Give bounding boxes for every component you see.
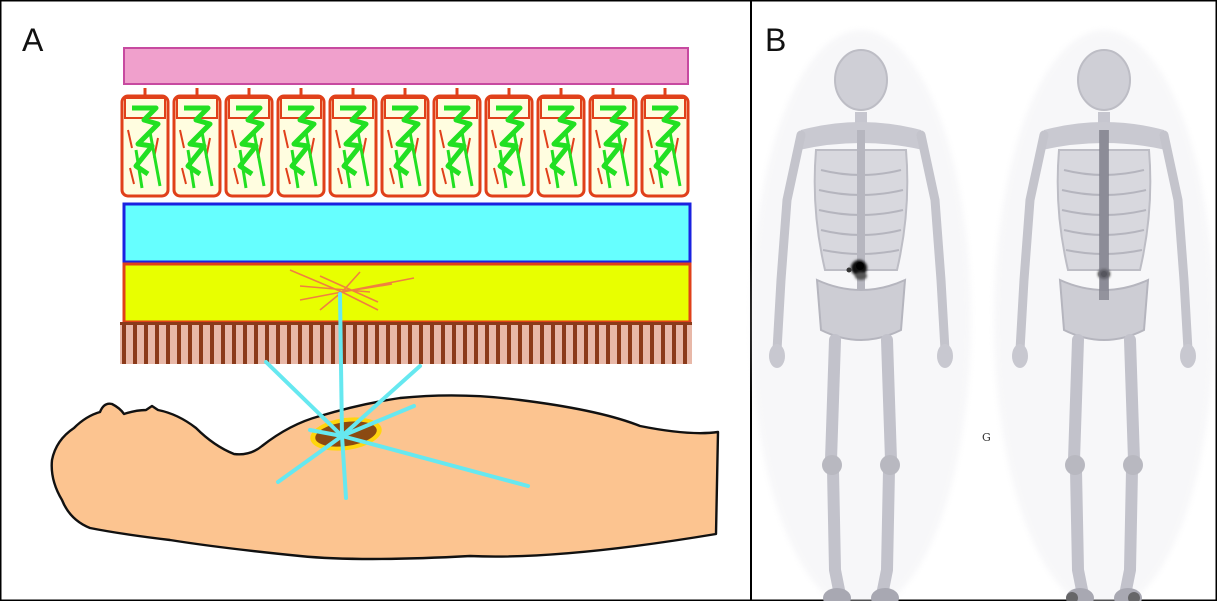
collimator-septum [221, 324, 225, 364]
collimator-septum [628, 324, 632, 364]
collimator-septum [573, 324, 577, 364]
collimator-septum [529, 324, 533, 364]
collimator-septum [639, 324, 643, 364]
collimator-septum [650, 324, 654, 364]
collimator-septum [210, 324, 214, 364]
collimator-septum [485, 324, 489, 364]
collimator-septum [331, 324, 335, 364]
pmt-icon [642, 88, 688, 196]
pmt-icon [122, 88, 168, 196]
scintillation-crystal [124, 264, 690, 322]
pmt-icon [590, 88, 636, 196]
collimator-septum [188, 324, 192, 364]
collimator-septum [452, 324, 456, 364]
pmt-icon [226, 88, 272, 196]
collimator-septum [386, 324, 390, 364]
pmt-icon [278, 88, 324, 196]
collimator-septum [540, 324, 544, 364]
collimator-septum [584, 324, 588, 364]
collimator-septum [661, 324, 665, 364]
pmt-icon [434, 88, 480, 196]
collimator-septum [144, 324, 148, 364]
collimator-septum [518, 324, 522, 364]
skeleton-anterior-icon [751, 30, 971, 601]
collimator-septum [408, 324, 412, 364]
collimator-septum [276, 324, 280, 364]
collimator-septum [166, 324, 170, 364]
collimator-septum [397, 324, 401, 364]
collimator-septum [419, 324, 423, 364]
pmt-icon [382, 88, 428, 196]
collimator-septum [375, 324, 379, 364]
collimator-septum [309, 324, 313, 364]
collimator-septum [265, 324, 269, 364]
collimator-septum [254, 324, 258, 364]
collimator-septum [606, 324, 610, 364]
collimator-septum [287, 324, 291, 364]
collimator-septum [672, 324, 676, 364]
collimator-septum [463, 324, 467, 364]
collimator-septum [430, 324, 434, 364]
panel-a-label: A [22, 22, 43, 59]
collimator-septum [474, 324, 478, 364]
collimator-septum [353, 324, 357, 364]
camera-housing [124, 48, 688, 84]
collimator-septum [232, 324, 236, 364]
collimator-septum [364, 324, 368, 364]
photomultiplier-tube-row [122, 88, 688, 196]
collimator-septum [155, 324, 159, 364]
collimator-septum [243, 324, 247, 364]
collimator-septum [595, 324, 599, 364]
light-guide [124, 204, 690, 262]
collimator-septum [496, 324, 500, 364]
gamma-camera-diagram [52, 48, 718, 559]
pmt-icon [174, 88, 220, 196]
collimator-septum [507, 324, 511, 364]
collimator-septum [133, 324, 137, 364]
skeleton-posterior-icon [994, 30, 1214, 601]
collimator-septum [298, 324, 302, 364]
collimator-septum [320, 324, 324, 364]
panel-b-label: B [765, 22, 786, 59]
view-marker: G [982, 431, 991, 444]
pmt-icon [486, 88, 532, 196]
collimator-septum [122, 324, 126, 364]
collimator-septum [199, 324, 203, 364]
pmt-icon [538, 88, 584, 196]
collimator-septum [562, 324, 566, 364]
bone-scan-panel [751, 30, 1214, 601]
collimator-septum [617, 324, 621, 364]
collimator-septum [177, 324, 181, 364]
pmt-icon [330, 88, 376, 196]
collimator-septum [441, 324, 445, 364]
collimator-septum [683, 324, 687, 364]
collimator-septum [551, 324, 555, 364]
